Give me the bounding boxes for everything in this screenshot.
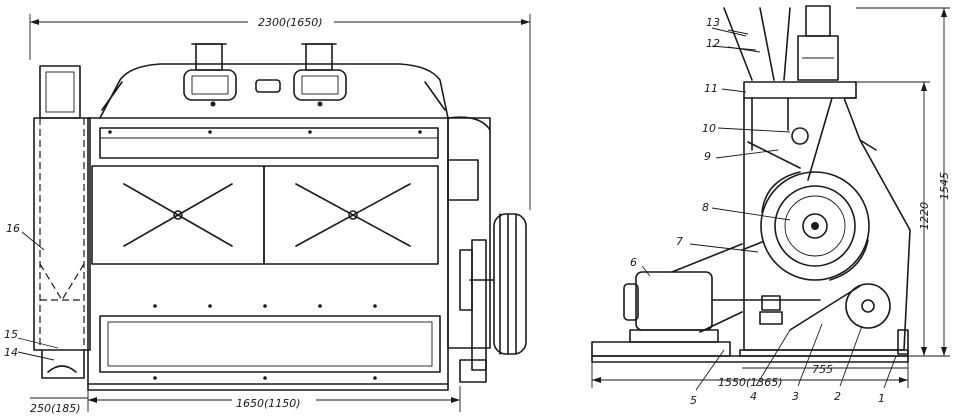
label-7: 7	[676, 235, 683, 248]
dim-side-width: 755	[812, 363, 833, 376]
side-view: 1545 1220 755 1550(1365) 13 12 11 10 9 8…	[591, 5, 951, 407]
front-view: 2300(1650)	[4, 14, 531, 415]
dim-height-inner: 1220	[918, 202, 931, 230]
dim-left-offset: 250(185)	[30, 402, 81, 415]
dim-height-total: 1545	[938, 172, 951, 200]
label-1: 1	[878, 392, 885, 405]
label-15: 15	[4, 328, 18, 341]
label-4: 4	[750, 390, 757, 403]
dim-base-width: 1550(1365)	[718, 376, 783, 389]
callouts: 13 12 11 10 9 8 7 6 5 4 3 2 1	[630, 16, 897, 407]
label-9: 9	[704, 150, 711, 163]
label-13: 13	[706, 16, 720, 29]
label-14: 14	[4, 346, 18, 359]
label-11: 11	[704, 82, 718, 95]
label-5: 5	[690, 394, 697, 407]
label-2: 2	[834, 390, 841, 403]
label-6: 6	[630, 256, 637, 269]
label-10: 10	[702, 122, 716, 135]
dim-overall-width: 2300(1650)	[258, 16, 323, 29]
label-12: 12	[706, 37, 720, 50]
fasteners	[108, 130, 422, 380]
dim-inner-width: 1650(1150)	[236, 397, 301, 410]
label-8: 8	[702, 201, 709, 214]
label-16: 16	[6, 222, 20, 235]
label-3: 3	[792, 390, 799, 403]
